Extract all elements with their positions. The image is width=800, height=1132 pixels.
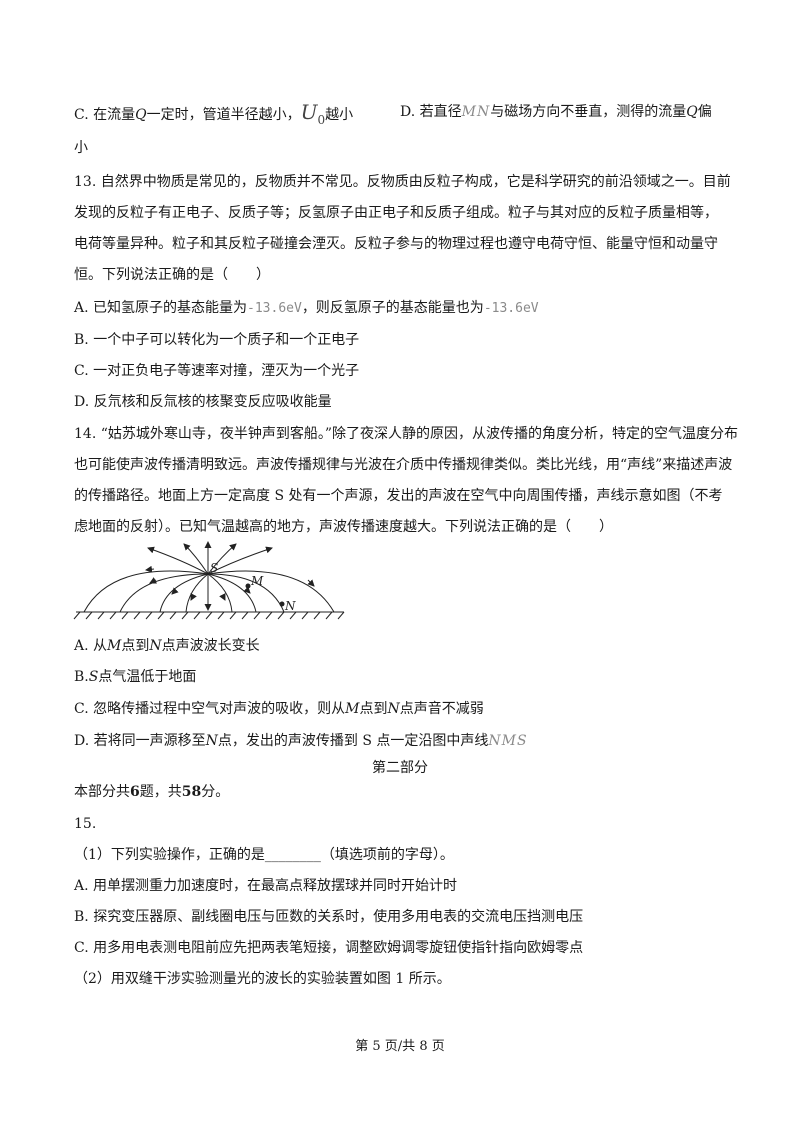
point-m (245, 583, 251, 589)
q15-sub2: （2）用双缝干涉实验测量光的波长的实验装置如图 1 所示。 (74, 971, 451, 987)
part2-intro: 本部分共6题，共58分。 (74, 784, 230, 800)
q13-option-b: B. 一个中子可以转化为一个质子和一个正电子 (74, 332, 360, 348)
ray-left-2 (119, 573, 209, 613)
ray-right-1 (207, 570, 335, 613)
q14-option-d: D. 若将同一声源移至N点，发出的声波传播到 S 点一定沿图中声线NMS (74, 733, 528, 749)
ray-left-3 (159, 573, 209, 613)
q15-option-a: A. 用单摆测重力加速度时，在最高点释放摆球并同时开始计时 (74, 878, 458, 894)
q14-stem-line3: 的传播路径。地面上方一定高度 S 处有一个声源，发出的声波在空气中向周围传播，声… (74, 488, 723, 504)
q13-stem-line3: 电荷等量异种。粒子和其反粒子碰撞会湮灭。反粒子参与的物理过程也遵守电荷守恒、能量… (74, 236, 718, 252)
q15-number: 15. (74, 816, 97, 832)
label-n: N (284, 599, 296, 613)
q14-stem-line2: 也可能使声波传播清明致远。声波传播规律与光波在介质中传播规律类似。类比光线，用“… (74, 457, 733, 473)
ray-up-left-far (147, 546, 209, 575)
q15-sub1: （1）下列实验操作，正确的是________（填选项前的字母）。 (74, 847, 454, 863)
point-n (279, 601, 285, 607)
q12-option-d-continued: 小 (74, 140, 88, 156)
ray-up-left (183, 543, 209, 575)
q12-option-c: C. 在流量Q一定时，管道半径越小，U0越小 (74, 100, 354, 127)
ground-hatch (73, 611, 345, 620)
sound-ray-figure: S M N (73, 541, 345, 620)
ray-right-4 (207, 573, 233, 613)
q14-stem-line4: 虑地面的反射）。已知气温越高的地方，声波传播速度越大。下列说法正确的是（ ） (74, 519, 613, 535)
q13-option-c: C. 一对正负电子等速率对撞，湮灭为一个光子 (74, 363, 360, 379)
q14-option-b: B.S点气温低于地面 (74, 669, 197, 685)
u0-symbol: U0 (300, 100, 326, 127)
q14-option-a: A. 从M点到N点声波波长变长 (74, 638, 260, 654)
page-footer: 第 5 页/共 8 页 (355, 1039, 445, 1054)
ray-right-3 (207, 573, 257, 613)
q15-option-c: C. 用多用电表测电阻前应先把两表笔短接，调整欧姆调零旋钮使指针指向欧姆零点 (74, 940, 584, 956)
ray-up-right-far (207, 546, 273, 575)
ray-up-right (207, 543, 237, 575)
q13-option-a: A. 已知氢原子的基态能量为-13.6eV，则反氢原子的基态能量也为-13.6e… (74, 300, 539, 316)
ray-left-4 (185, 573, 209, 613)
label-m: M (250, 574, 264, 588)
q15-option-b: B. 探究变压器原、副线圈电压与匝数的关系时，使用多用电表的交流电压挡测电压 (74, 909, 584, 925)
part2-title: 第二部分 (372, 760, 428, 776)
q14-option-c: C. 忽略传播过程中空气对声波的吸收，则从M点到N点声音不减弱 (74, 701, 484, 717)
q12-option-d: D. 若直径MN与磁场方向不垂直，测得的流量Q偏 (400, 104, 712, 120)
label-s: S (210, 561, 218, 575)
q13-stem-line4: 恒。下列说法正确的是（ ） (74, 267, 270, 283)
q13-stem-line2: 发现的反粒子有正电子、反质子等；反氢原子由正电子和反质子组成。粒子与其对应的反粒… (74, 205, 718, 221)
ray-left-1 (83, 570, 209, 613)
q13-option-d: D. 反氘核和反氚核的核聚变反应吸收能量 (74, 394, 332, 410)
q14-stem-line1: 14. “姑苏城外寒山寺，夜半钟声到客船。”除了夜深人静的原因，从波传播的角度分… (74, 426, 739, 442)
q13-stem-line1: 13. 自然界中物质是常见的，反物质并不常见。反物质由反粒子构成，它是科学研究的… (74, 174, 731, 190)
